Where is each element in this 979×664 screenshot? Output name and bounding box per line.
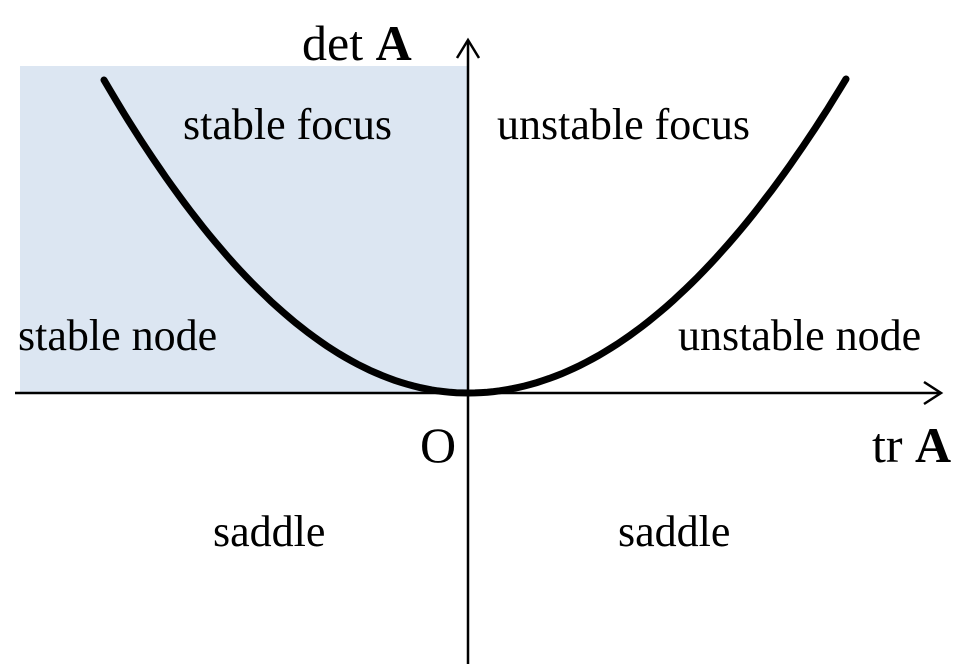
saddle-right-label: saddle [618,507,731,556]
horizontal-axis-arrowhead [923,380,944,406]
y-axis-label: det A [302,18,412,68]
stable-focus-label: stable focus [183,100,392,149]
saddle-left-label: saddle [213,507,326,556]
x-axis-label-text: tr [872,417,916,473]
unstable-focus-label: unstable focus [497,100,750,149]
y-axis-label-bold: A [375,15,412,71]
x-axis-label: tr A [872,420,951,470]
y-axis-label-text: det [302,15,376,71]
vertical-axis-arrowhead [455,37,481,59]
parabola-curve [100,75,850,397]
unstable-node-label: unstable node [678,311,922,360]
stable-region-shading [20,66,468,393]
x-axis-label-bold: A [915,417,952,473]
origin-label: O [420,417,457,473]
stable-node-label: stable node [18,311,218,360]
